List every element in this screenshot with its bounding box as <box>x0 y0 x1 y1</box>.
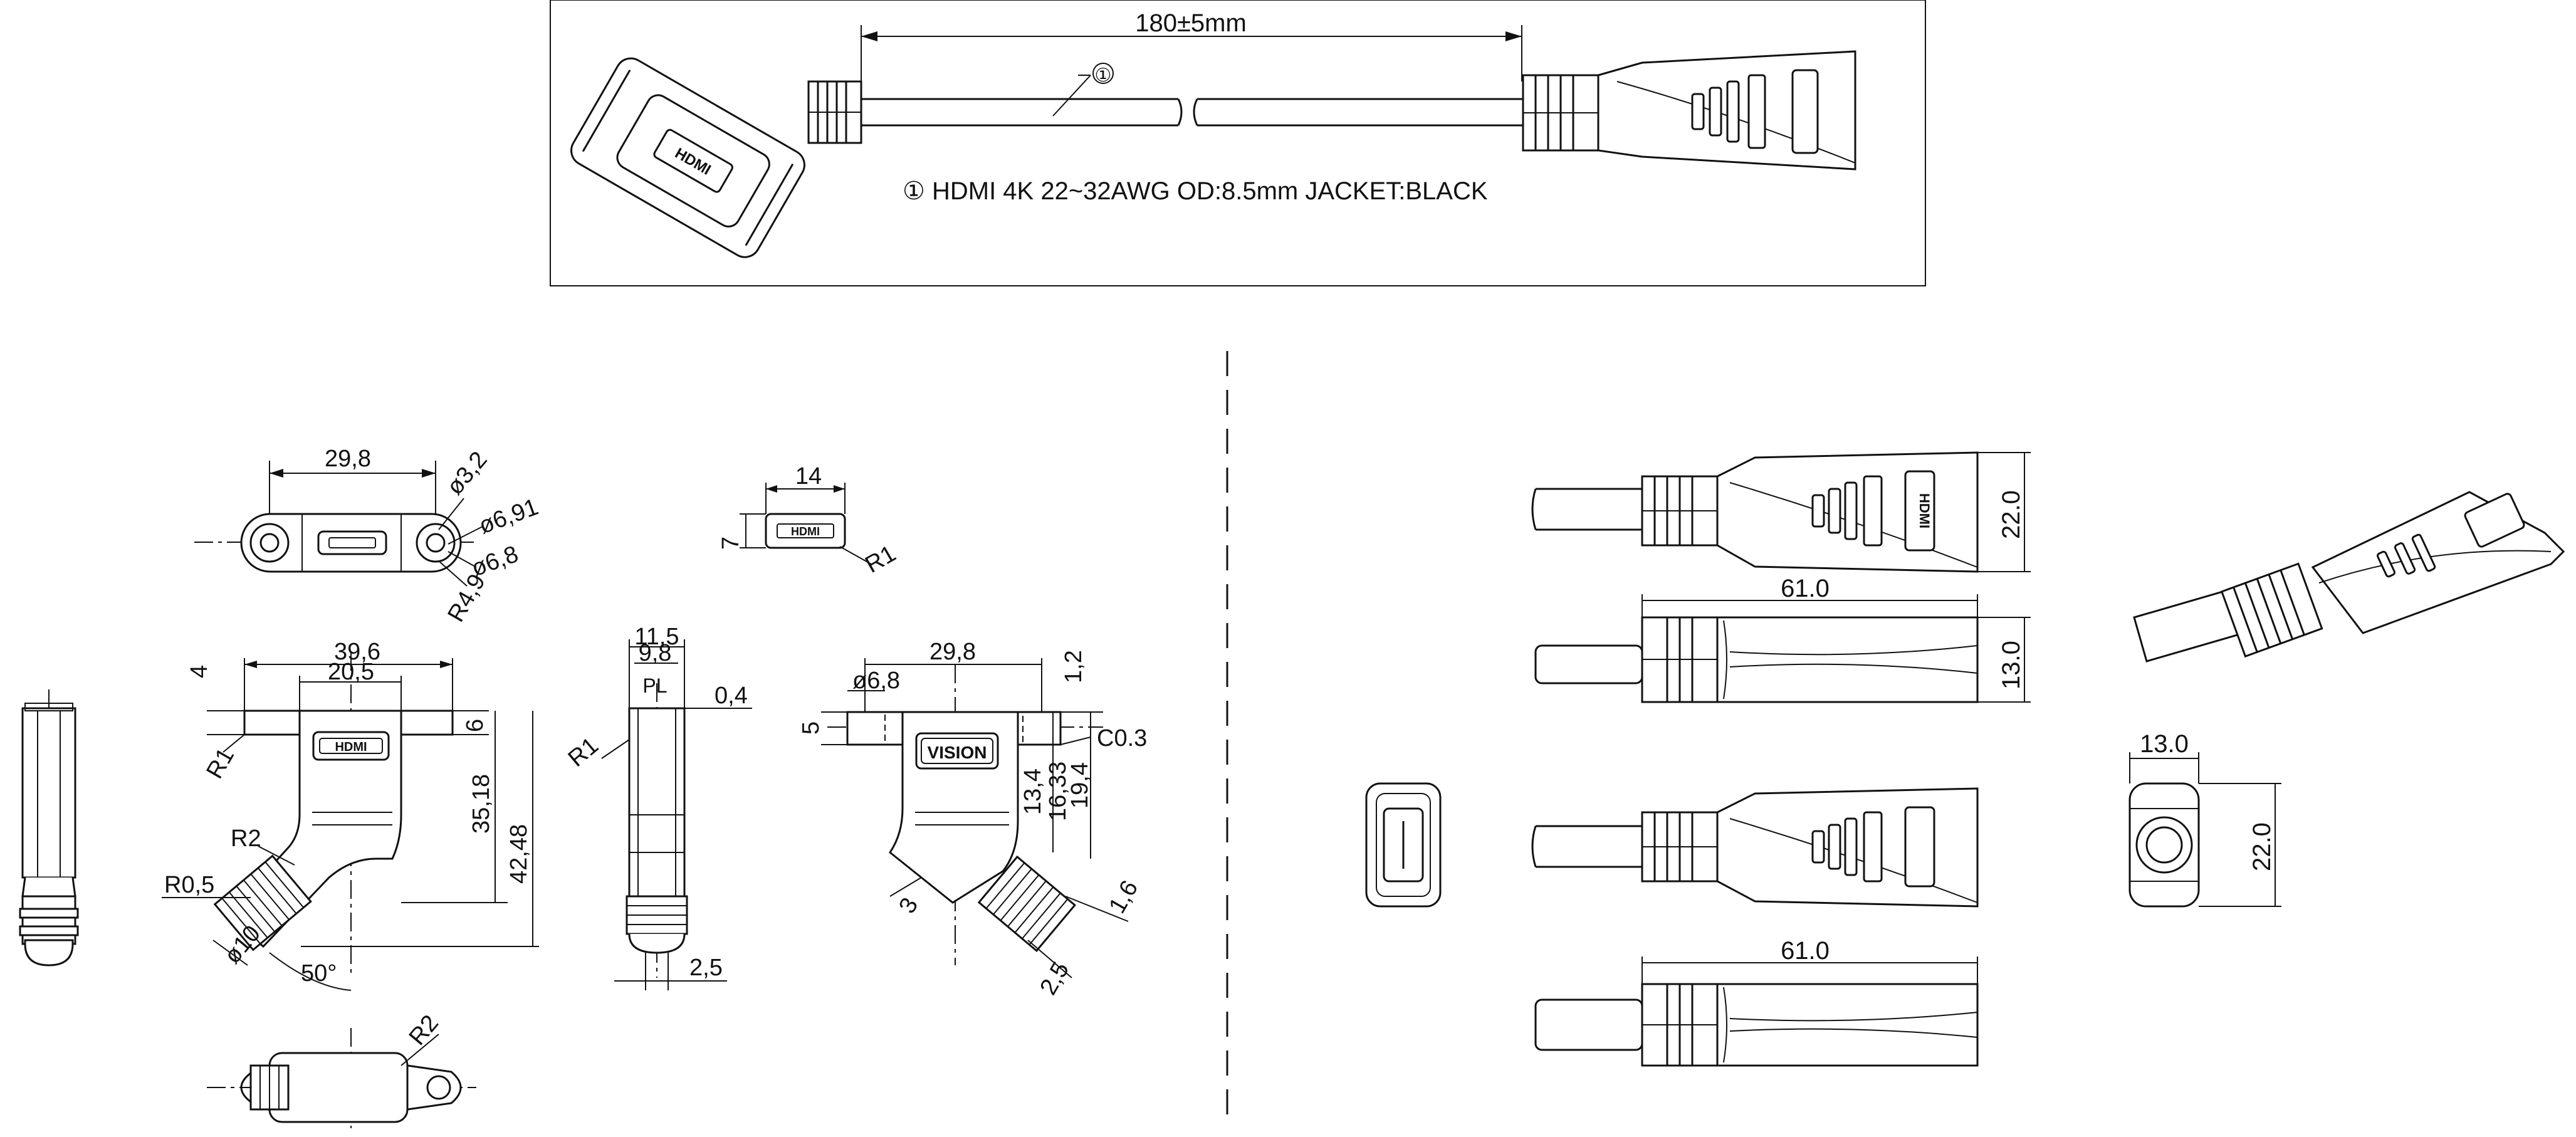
hdmi-logo-face: HDMI <box>791 525 820 538</box>
edge-view: 11,5 9,8 PL 0,4 R1 2,5 <box>563 624 752 990</box>
side-r2-label: R2 <box>231 825 261 852</box>
overview-frame <box>550 0 1926 286</box>
back-d5-label: 1,6 <box>1104 876 1143 918</box>
receptacle-side-view: 61.0 13.0 <box>1534 575 2031 703</box>
height1-label: 35,18 <box>468 774 495 834</box>
face-radius-label: R1 <box>861 540 901 579</box>
flange-dia-label: ø6,91 <box>476 494 542 540</box>
flange-thickness-label: 6 <box>462 719 488 732</box>
outer-width-label: 39,6 <box>334 639 380 665</box>
right-panel: HDMI 22.0 61.0 13.0 <box>1365 451 2565 1067</box>
length-dimension-label: 180±5mm <box>1135 9 1247 37</box>
side-elevation-view: HDMI 39,6 20,5 4 6 35,18 <box>162 639 539 991</box>
back-d1-label: 13,4 <box>1020 768 1046 815</box>
hdmi-logo-top: HDMI <box>1917 493 1932 528</box>
edge-r1-label: R1 <box>563 732 604 772</box>
end-view: 13.0 22.0 <box>2128 730 2281 908</box>
flange-label: 4 <box>186 665 212 678</box>
back-width-label: 29,8 <box>929 639 976 665</box>
side-length-label: 61.0 <box>1781 575 1830 602</box>
port-face-view <box>1365 782 1442 908</box>
back-d6-label: 2,5 <box>1035 958 1074 1000</box>
connector-face-view: HDMI 14 7 R1 <box>718 463 901 579</box>
receptacle-mid-view <box>1531 787 1979 908</box>
overview-panel: 180±5mm ① HDMI <box>550 0 1926 286</box>
edge-w2-label: 9,8 <box>639 640 672 666</box>
back-d3-label: 19,4 <box>1067 762 1093 809</box>
callout-number: ① <box>1095 65 1112 86</box>
edge-w1-label: 11,5 <box>634 624 679 650</box>
back-hole-label: ø6,8 <box>852 668 900 694</box>
far-left-profile <box>19 689 79 967</box>
side-r1-label: R1 <box>201 743 239 783</box>
bottom-r2-label: R2 <box>404 1010 444 1051</box>
front-width-label: 29,8 <box>325 446 371 472</box>
bottom-length-label: 61.0 <box>1781 937 1830 965</box>
back-t2-label: 5 <box>798 721 824 735</box>
edge-cable-label: 2,5 <box>689 955 723 981</box>
svg-text:HDMI: HDMI <box>335 740 367 754</box>
angle-label: 50° <box>301 960 337 987</box>
cable-spec-note: ① HDMI 4K 22~32AWG OD:8.5mm JACKET:BLACK <box>903 177 1488 205</box>
face-height-label: 7 <box>718 537 744 550</box>
chamfer-label: C0.3 <box>1097 725 1147 752</box>
end-width-label: 13.0 <box>2140 730 2189 758</box>
face-width-label: 14 <box>795 463 822 490</box>
female-receptacle <box>1522 50 1856 170</box>
pl-label: PL <box>642 674 667 697</box>
back-d2-label: 16,33 <box>1045 762 1071 821</box>
receptacle-bottom-view: 61.0 <box>1534 937 1979 1067</box>
front-flange-view: 29,8 ø3,2 ø6,91 ø6,8 R4,9 <box>194 446 542 627</box>
side-r05-label: R0,5 <box>164 872 214 898</box>
callout-circle <box>1092 63 1114 84</box>
bottom-oblique-view: R2 <box>207 1010 476 1128</box>
back-t1-label: 1,2 <box>1060 650 1087 683</box>
edge-gap-label: 0,4 <box>715 683 748 709</box>
angled-panel-connector: HDMI <box>570 57 805 258</box>
receptacle-top-view: HDMI 22.0 <box>1531 451 2031 573</box>
top-height-label: 22.0 <box>1997 490 2025 539</box>
height2-label: 42,48 <box>506 824 532 884</box>
vision-brand: VISION <box>928 743 987 762</box>
end-height-label: 22.0 <box>2248 822 2276 871</box>
back-view: VISION 29,8 ø6,8 1,2 5 C0.3 13,4 16,33 1… <box>798 639 1147 1000</box>
inner-width-label: 20,5 <box>328 659 374 685</box>
back-d4-label: 3 <box>894 893 923 918</box>
isometric-view <box>2133 491 2565 663</box>
strain-relief <box>807 80 862 144</box>
side-height-label: 13.0 <box>1997 641 2025 689</box>
hole-dia-label: ø3,2 <box>442 447 493 500</box>
